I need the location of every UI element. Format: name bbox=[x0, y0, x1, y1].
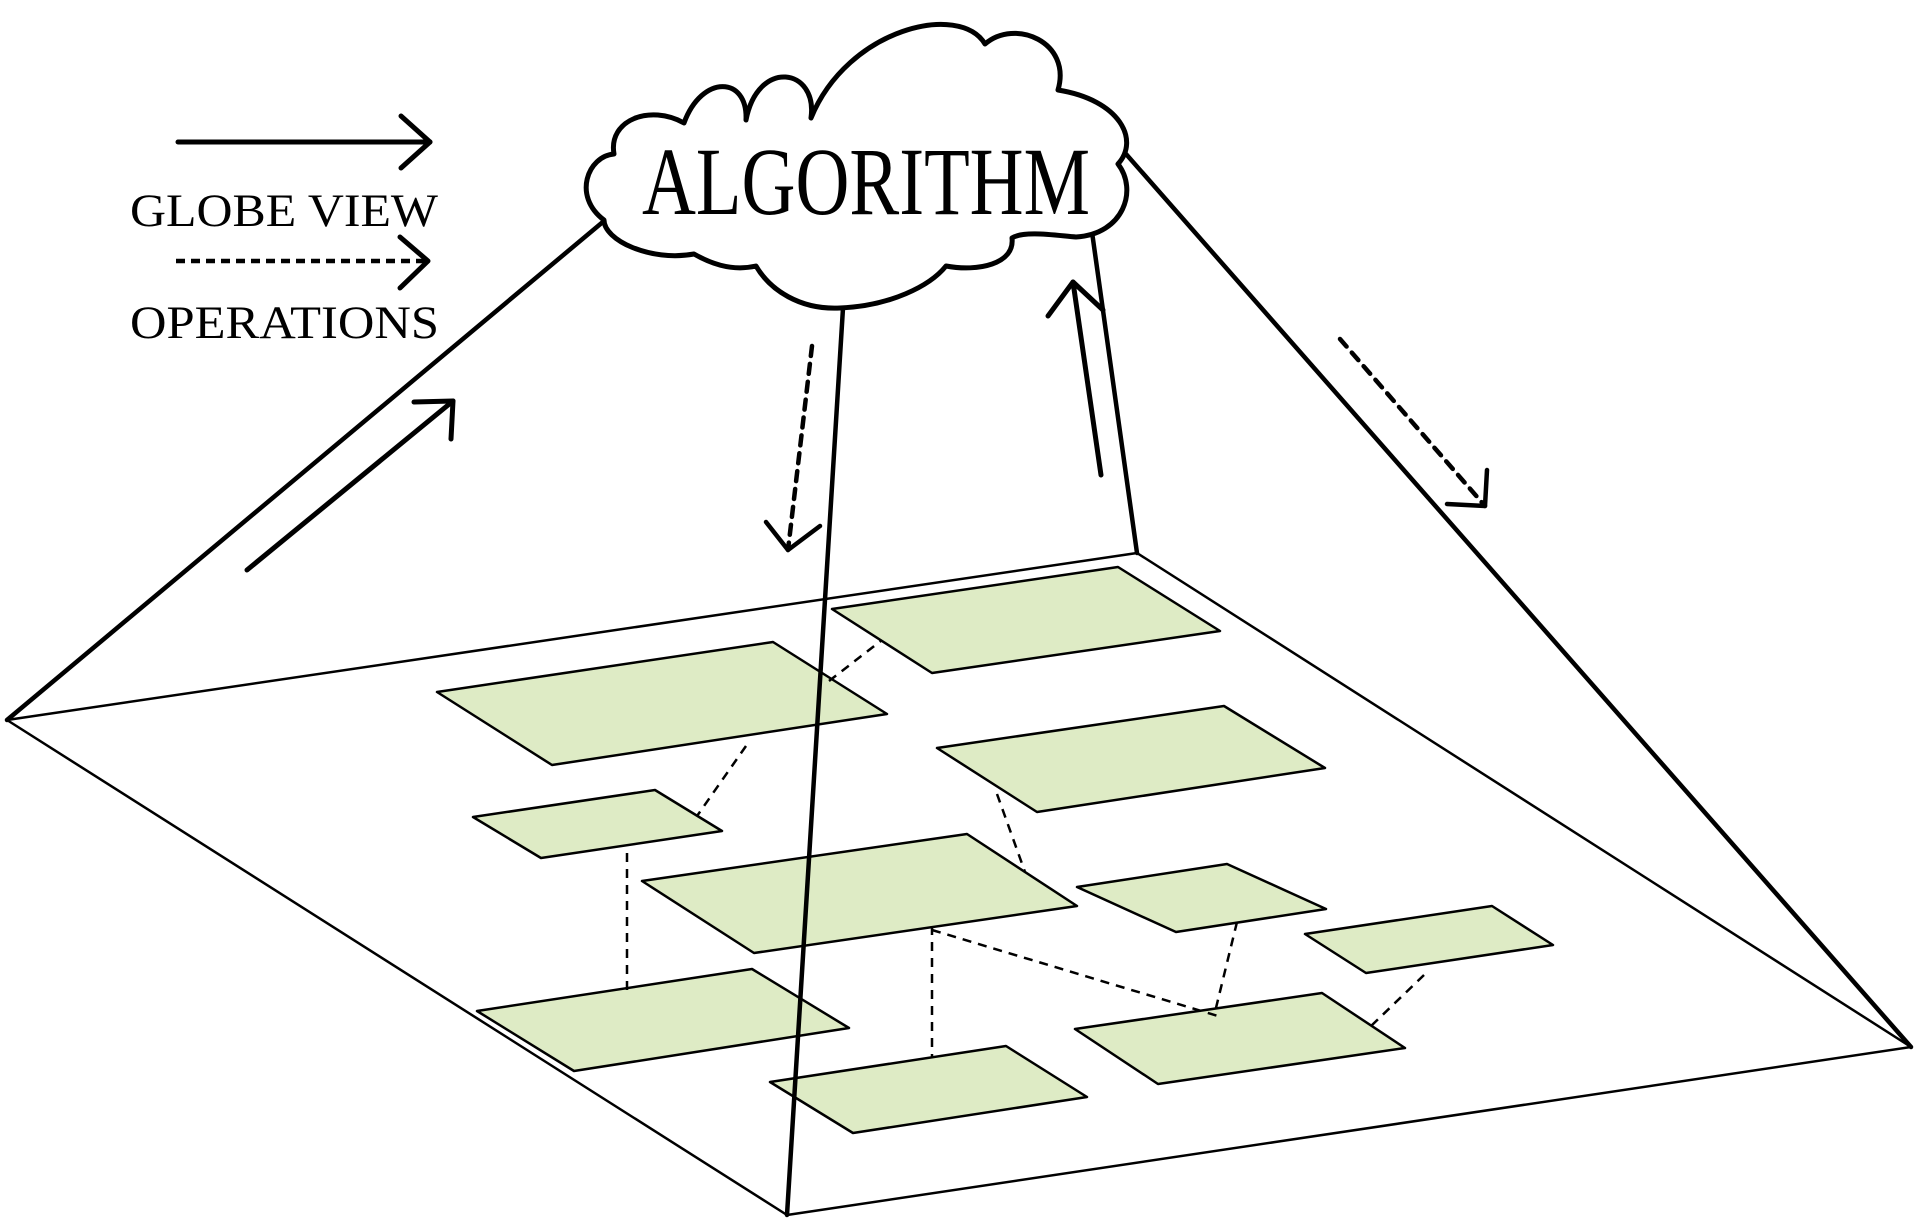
pyramid-edge-right bbox=[1123, 151, 1914, 1050]
operations-arrow bbox=[785, 343, 815, 553]
arrowhead-icon bbox=[397, 234, 431, 291]
arrowhead-icon bbox=[1045, 279, 1106, 319]
algorithm-cloud bbox=[583, 21, 1130, 311]
cloud-label: ALGORITHM bbox=[642, 128, 1090, 235]
globe-view-arrow bbox=[1070, 279, 1104, 478]
legend: GLOBE VIEW OPERATIONS bbox=[130, 113, 439, 349]
tile-link bbox=[828, 639, 883, 682]
pyramid-edge-back bbox=[1089, 229, 1140, 556]
tile-link bbox=[695, 745, 748, 817]
arrowhead-icon bbox=[1444, 467, 1490, 509]
tile bbox=[1075, 862, 1328, 934]
pyramid-edges bbox=[4, 151, 1914, 1218]
tile bbox=[475, 967, 851, 1073]
tile-group bbox=[435, 565, 1555, 1135]
legend-globe-view-label: GLOBE VIEW bbox=[130, 185, 439, 237]
operations-arrow bbox=[1337, 336, 1488, 509]
pyramid-edge-left bbox=[4, 218, 607, 723]
arrowhead-icon bbox=[763, 519, 823, 553]
tile bbox=[768, 1044, 1089, 1135]
arrowhead-icon bbox=[398, 113, 433, 171]
pyramid-edge-front bbox=[784, 305, 846, 1218]
tile-link bbox=[931, 928, 1219, 1018]
arrowhead-icon bbox=[411, 398, 456, 442]
tile-link bbox=[995, 793, 1027, 873]
tile-links bbox=[625, 639, 1425, 1058]
tile bbox=[1073, 991, 1407, 1086]
globe-view-arrow bbox=[244, 398, 456, 573]
tile bbox=[640, 832, 1079, 955]
tile bbox=[435, 640, 889, 767]
tile bbox=[471, 788, 724, 860]
tile bbox=[935, 704, 1327, 814]
legend-operations-label: OPERATIONS bbox=[130, 297, 439, 349]
flow-arrows-dashed bbox=[763, 336, 1490, 553]
flow-arrows-solid bbox=[244, 279, 1106, 573]
tile bbox=[1303, 904, 1555, 975]
tile-link bbox=[1369, 974, 1425, 1028]
tile bbox=[830, 565, 1222, 675]
